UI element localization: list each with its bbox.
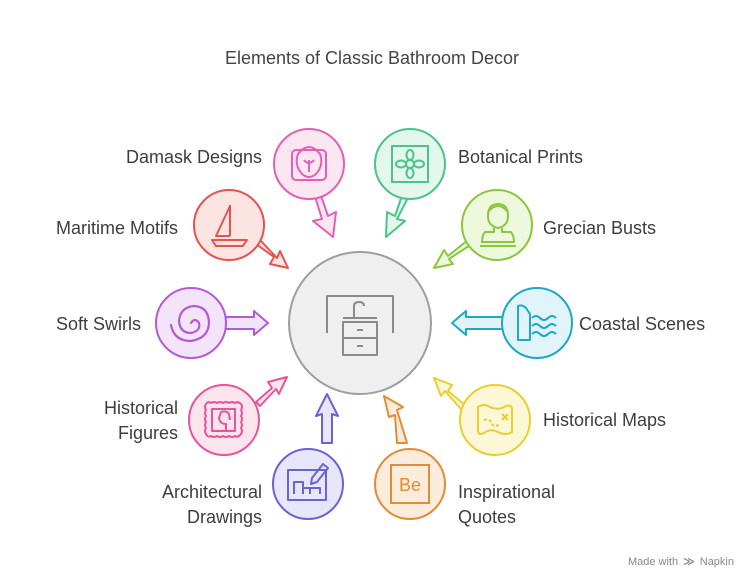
maritime-motifs-node[interactable] — [193, 189, 289, 269]
inspirational-quotes-node[interactable]: Be — [374, 395, 446, 520]
coastal-scenes-node[interactable] — [451, 287, 573, 359]
soft-swirls-node[interactable] — [155, 287, 269, 359]
svg-text:Be: Be — [399, 475, 421, 495]
label-inspirational-quotes: Inspirational Quotes — [458, 482, 556, 527]
flower-frame-icon — [391, 145, 429, 183]
label-grecian-busts: Grecian Busts — [543, 218, 657, 238]
maritime-motifs-arrow — [255, 239, 289, 269]
portrait-frame-icon — [204, 401, 243, 438]
damask-designs-node[interactable] — [273, 128, 345, 238]
historical-maps-arrow — [433, 377, 466, 410]
blueprint-pencil-icon — [287, 463, 329, 501]
bust-statue-icon — [480, 203, 516, 247]
botanical-prints-node[interactable] — [374, 128, 446, 238]
grecian-busts-arrow — [433, 239, 473, 269]
napkin-brand-text: Napkin — [699, 556, 734, 568]
historical-maps-node[interactable] — [433, 377, 531, 456]
letter-board-icon: Be — [390, 464, 430, 504]
made-with-text: Made with — [627, 556, 679, 568]
label-historical-figures: Historical Figures — [103, 398, 178, 443]
label-historical-maps: Historical Maps — [543, 410, 667, 430]
bathroom-vanity-icon — [326, 295, 394, 356]
napkin-watermark: Made with ≫ Napkin — [628, 555, 734, 568]
sailboat-icon — [211, 205, 248, 247]
diagram-title: Elements of Classic Bathroom Decor — [224, 48, 520, 68]
label-damask-designs: Damask Designs — [125, 147, 262, 167]
label-maritime-motifs: Maritime Motifs — [55, 218, 178, 238]
grecian-busts-node[interactable] — [433, 189, 533, 269]
label-architectural-drawings: Architectural Drawings — [161, 482, 262, 527]
treasure-map-icon — [477, 404, 513, 435]
historical-figures-node[interactable] — [188, 376, 288, 456]
label-soft-swirls: Soft Swirls — [55, 314, 141, 334]
architectural-drawings-node[interactable] — [272, 393, 344, 520]
center-hub — [288, 251, 432, 395]
cliff-waves-icon — [517, 304, 557, 341]
soft-swirls-arrow — [224, 310, 269, 336]
damask-pattern-icon — [291, 146, 327, 181]
label-coastal-scenes: Coastal Scenes — [579, 314, 706, 334]
label-botanical-prints: Botanical Prints — [458, 147, 584, 167]
inspirational-quotes-arrow — [383, 395, 408, 444]
napkin-logo-icon: ≫ — [683, 556, 695, 568]
coastal-scenes-arrow — [451, 310, 504, 336]
swirl-icon — [169, 304, 211, 343]
architectural-drawings-arrow — [315, 393, 339, 444]
historical-figures-arrow — [255, 376, 288, 407]
